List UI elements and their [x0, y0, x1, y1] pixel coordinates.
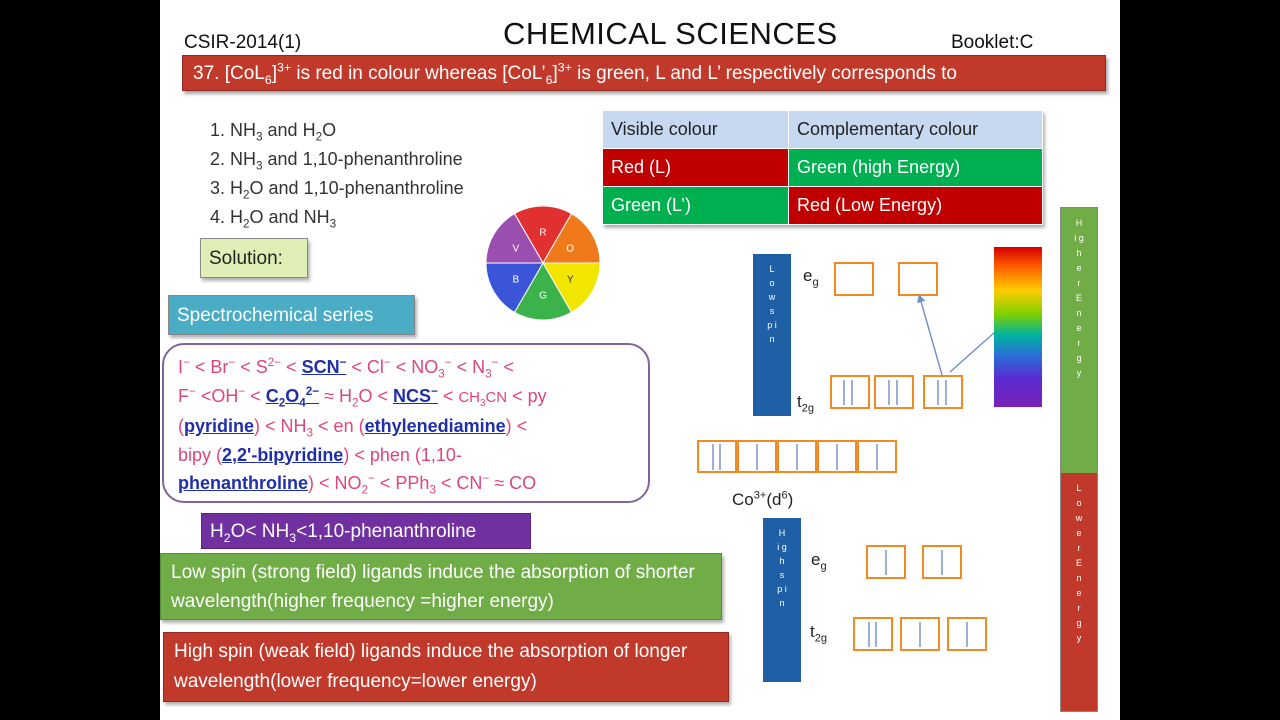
- high-spin-note: High spin (weak field) ligands induce th…: [163, 632, 729, 702]
- table-cell: Red (Low Energy): [788, 186, 1043, 225]
- table-header: Complementary colour: [788, 110, 1043, 149]
- color-wheel-letter: O: [566, 243, 574, 254]
- low-spin-note: Low spin (strong field) ligands induce t…: [160, 553, 722, 620]
- table-cell: Green (L’): [602, 186, 789, 225]
- color-wheel-letter: G: [539, 290, 547, 301]
- t2g-orbital-box: [900, 617, 940, 651]
- eg-orbital-box: [922, 545, 962, 579]
- eg-orbital-box: [834, 262, 874, 296]
- t2g-orbital-box: [947, 617, 987, 651]
- spectrochemical-series: I− < Br− < S2− < SCN− < Cl− < NO3− < N3−…: [162, 343, 650, 503]
- d-orbital-box: [777, 440, 817, 473]
- eg-orbital-box: [866, 545, 906, 579]
- color-wheel-segment: [485, 212, 544, 264]
- d-orbital-box: [697, 440, 737, 473]
- spectrochemical-series-label: Spectrochemical series: [168, 295, 415, 335]
- color-wheel-segment: [513, 262, 573, 321]
- color-wheel-letter: V: [513, 243, 520, 254]
- colour-table: Visible colour Complementary colour Red …: [602, 110, 1043, 225]
- page-title: CHEMICAL SCIENCES: [503, 16, 838, 51]
- t2g-orbital-box: [923, 375, 963, 409]
- question-banner: 37. [CoL6]3+ is red in colour whereas [C…: [182, 55, 1106, 91]
- d-orbital-box: [817, 440, 857, 473]
- higher-energy-label: H i g h e r E n e r g y: [1074, 218, 1084, 378]
- visible-spectrum-bar: [994, 247, 1042, 407]
- table-header: Visible colour: [602, 110, 789, 149]
- table-header-row: Visible colour Complementary colour: [602, 110, 1043, 149]
- d-orbital-box: [737, 440, 777, 473]
- color-wheel-segment: [485, 262, 544, 314]
- color-wheel-segment: [542, 212, 601, 264]
- t2g-orbital-box: [830, 375, 870, 409]
- table-cell: Green (high Energy): [788, 148, 1043, 187]
- slide: CSIR-2014(1) CHEMICAL SCIENCES Booklet:C…: [160, 0, 1120, 720]
- color-wheel-letter: R: [539, 228, 546, 239]
- t2g-label-high: t2g: [810, 622, 828, 645]
- table-row: Red (L) Green (high Energy): [602, 148, 1043, 187]
- eg-label-low: eg: [803, 266, 819, 289]
- t2g-orbital-box: [874, 375, 914, 409]
- high-spin-bar-label: H i g h s p i n: [777, 528, 787, 608]
- color-wheel-segment: [542, 262, 601, 314]
- low-spin-bar-label: L o w s p i n: [767, 264, 777, 344]
- ion-label: Co3+(d6): [732, 489, 794, 509]
- booklet-label: Booklet:C: [951, 32, 1034, 53]
- table-row: Green (L’) Red (Low Energy): [602, 186, 1043, 225]
- color-wheel-letter: B: [513, 275, 520, 286]
- lower-energy-label: L o w e r E n e r g y: [1075, 483, 1083, 643]
- option-3: 3. H2O and 1,10-phenanthroline: [210, 178, 464, 202]
- exam-code: CSIR-2014(1): [184, 32, 302, 53]
- higher-energy-segment: H i g h e r E n e r g y: [1061, 208, 1097, 473]
- high-spin-bar: H i g h s p i n: [763, 518, 801, 682]
- option-4: 4. H2O and NH3: [210, 207, 337, 231]
- table-cell: Red (L): [602, 148, 789, 187]
- eg-orbital-box: [898, 262, 938, 296]
- option-2: 2. NH3 and 1,10-phenanthroline: [210, 149, 463, 173]
- t2g-label-low: t2g: [797, 392, 815, 415]
- energy-scale-bar: H i g h e r E n e r g y L o w e r E n e …: [1060, 207, 1098, 712]
- d-orbital-box: [857, 440, 897, 473]
- lower-energy-segment: L o w e r E n e r g y: [1061, 473, 1097, 711]
- ligand-order: H2O< NH3<1,10-phenanthroline: [201, 513, 531, 549]
- solution-label: Solution:: [200, 238, 308, 278]
- low-spin-bar: L o w s p i n: [753, 254, 791, 416]
- eg-label-high: eg: [811, 550, 827, 573]
- color-wheel: R O Y G B V: [485, 205, 601, 321]
- color-wheel-segment: [513, 205, 573, 265]
- option-1: 1. NH3 and H2O: [210, 120, 337, 144]
- t2g-orbital-box: [853, 617, 893, 651]
- color-wheel-letter: Y: [567, 275, 574, 286]
